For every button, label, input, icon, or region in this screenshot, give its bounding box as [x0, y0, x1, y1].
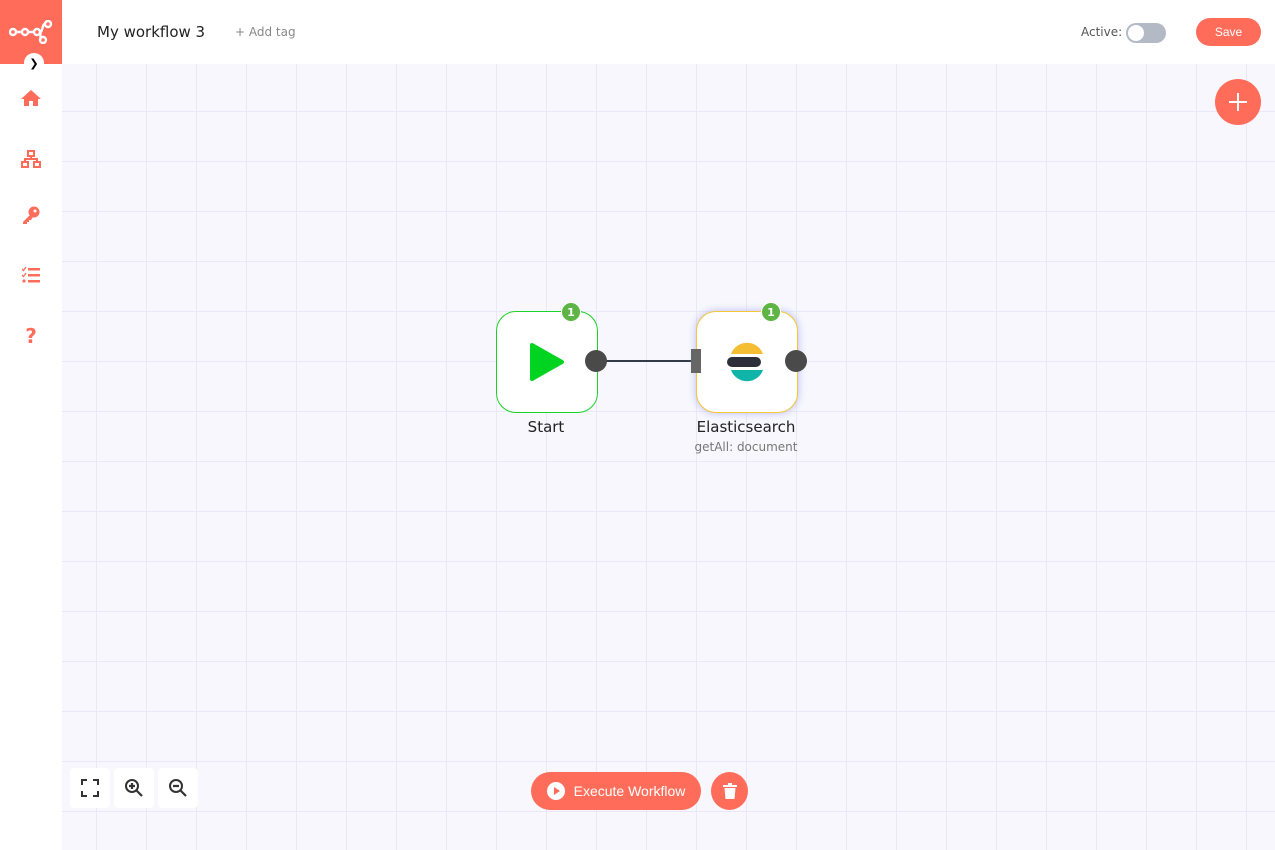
workflow-title[interactable]: My workflow 3 — [97, 23, 206, 41]
delete-button[interactable] — [711, 772, 748, 810]
sidebar-item-credentials[interactable] — [0, 206, 62, 224]
node-label: Elasticsearch — [696, 418, 796, 436]
add-tag-link[interactable]: + Add tag — [235, 25, 296, 39]
active-toggle[interactable] — [1126, 23, 1166, 43]
play-icon — [530, 343, 564, 381]
add-node-button[interactable] — [1215, 79, 1261, 125]
execute-label: Execute Workflow — [573, 783, 686, 799]
header: My workflow 3 + Add tag Active: Save — [62, 0, 1275, 64]
sidebar-item-workflows[interactable] — [0, 150, 62, 168]
executions-icon — [22, 267, 40, 283]
help-icon: ? — [25, 324, 37, 348]
workflows-icon — [21, 150, 41, 168]
run-count-badge: 1 — [761, 302, 781, 322]
save-button[interactable]: Save — [1196, 18, 1261, 46]
zoom-out-button[interactable] — [158, 768, 198, 808]
sidebar-item-home[interactable] — [0, 89, 62, 107]
node-start[interactable]: 1 — [496, 302, 598, 413]
run-count-badge: 1 — [561, 302, 581, 322]
zoom-out-icon — [169, 779, 187, 797]
chevron-right-icon: ❯ — [29, 56, 39, 70]
key-icon — [23, 206, 40, 224]
sidebar-item-executions[interactable] — [0, 267, 62, 283]
execute-workflow-button[interactable]: Execute Workflow — [531, 772, 701, 810]
start-output-handle[interactable] — [585, 350, 607, 372]
logo-icon — [9, 20, 53, 44]
elasticsearch-icon — [727, 342, 763, 382]
zoom-in-icon — [125, 779, 143, 797]
zoom-to-fit-button[interactable] — [70, 768, 110, 808]
node-label: Start — [527, 418, 565, 436]
node-elasticsearch[interactable]: 1 — [696, 302, 798, 413]
play-circle-icon — [546, 782, 565, 800]
expand-sidebar-button[interactable]: ❯ — [24, 53, 44, 73]
trash-icon — [722, 783, 737, 799]
fullscreen-icon — [81, 779, 99, 797]
sidebar-item-help[interactable]: ? — [0, 324, 62, 348]
node-subtitle: getAll: document — [694, 440, 798, 454]
zoom-in-button[interactable] — [114, 768, 154, 808]
workflow-canvas[interactable] — [62, 64, 1275, 850]
elasticsearch-input-handle[interactable] — [691, 349, 701, 373]
active-label: Active: — [1081, 25, 1123, 39]
elasticsearch-output-handle[interactable] — [785, 350, 807, 372]
home-icon — [21, 90, 41, 106]
sidebar: ❯ ? — [0, 0, 62, 850]
plus-icon — [1229, 93, 1247, 111]
